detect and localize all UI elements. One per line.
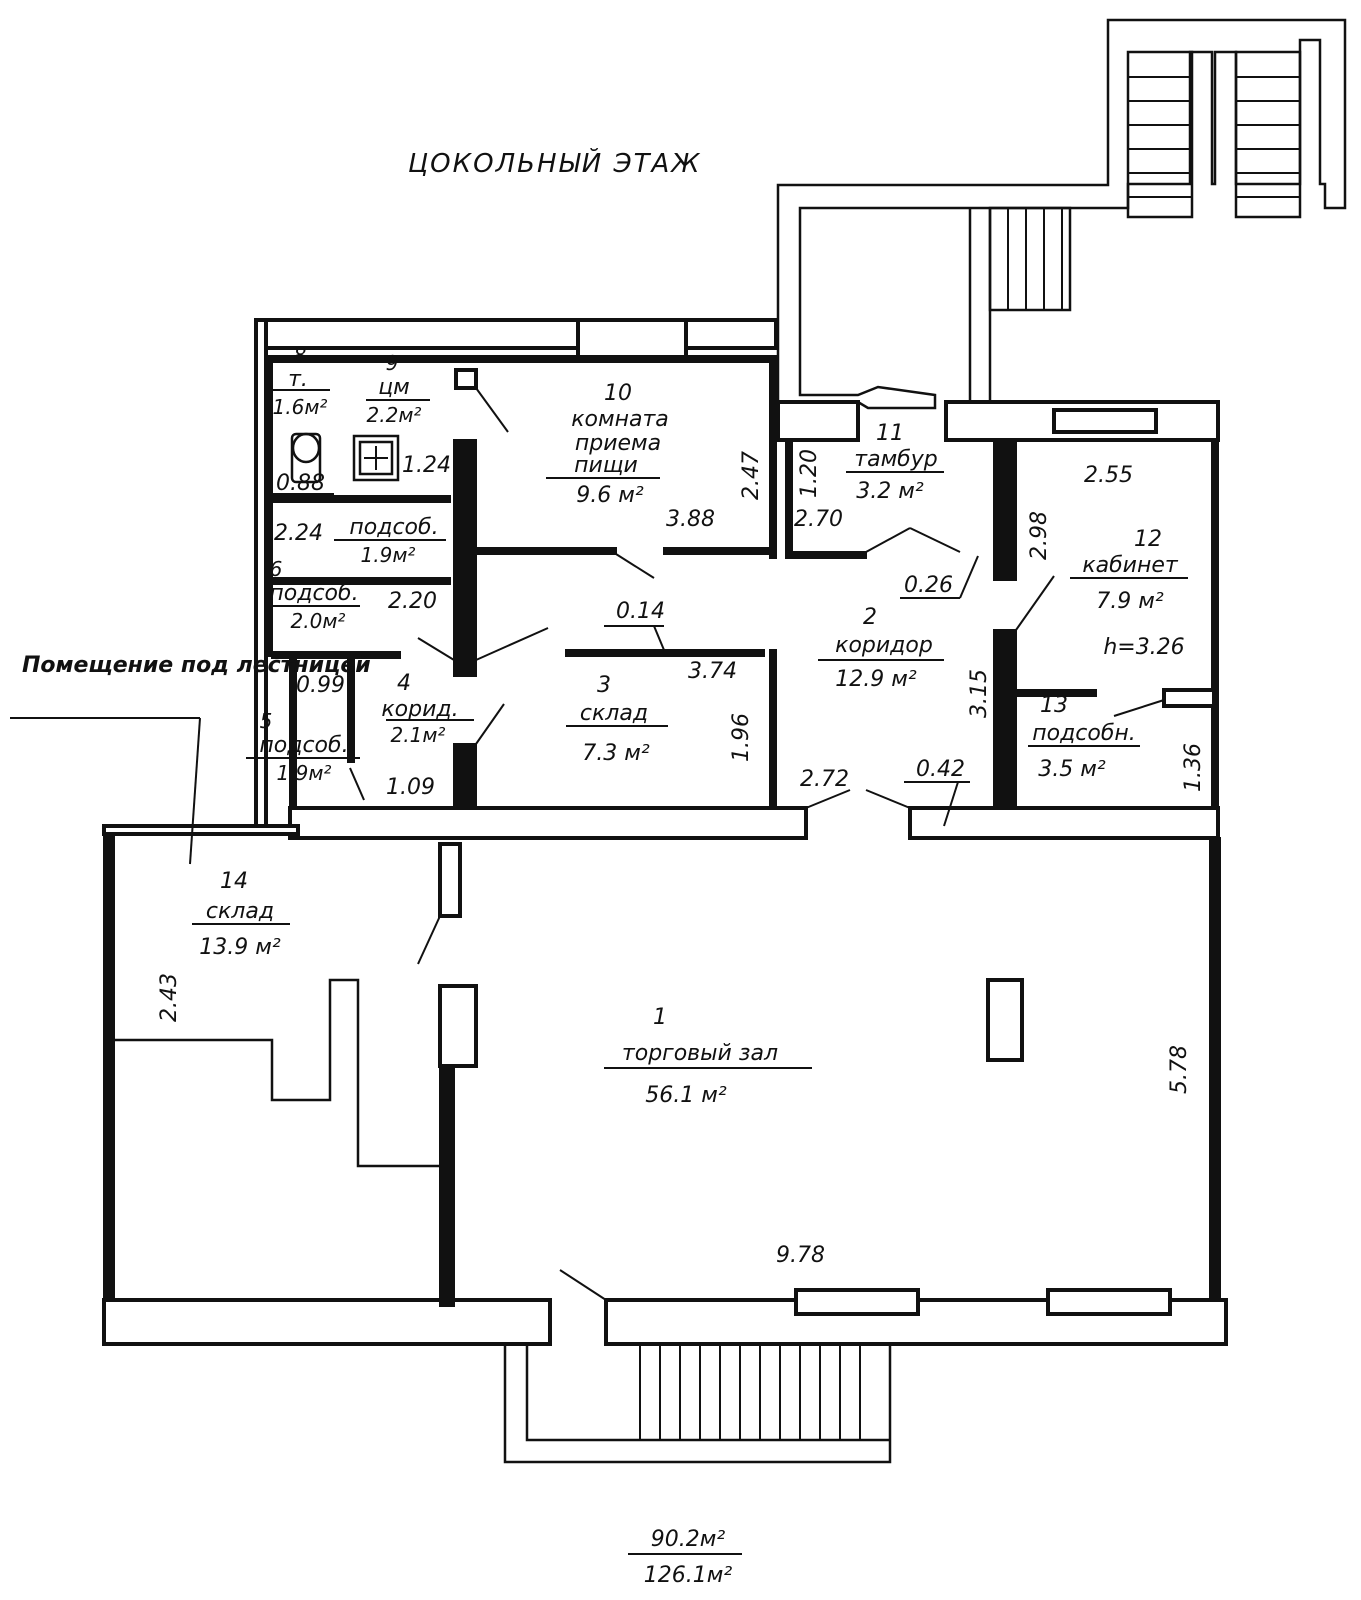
room-10-name2: приема [575, 431, 661, 456]
room-7-area: 1.9м² [361, 543, 416, 567]
dimensions: 0.88 1.24 2.24 2.20 2.47 3.88 1.20 2.70 … [157, 449, 1206, 1268]
room-13-label: 13 подсобн. 3.5 м² [1028, 693, 1140, 782]
room-2-num: 2 [863, 605, 877, 630]
plan-title: ЦОКОЛЬНЫЙ ЭТАЖ [408, 147, 701, 179]
room-12-area: 7.9 м² [1096, 589, 1164, 614]
room-7-name: подсоб. [349, 515, 438, 540]
room-14-area: 13.9 м² [199, 935, 281, 960]
room-8-num: 8 [294, 343, 307, 367]
room-12-height: h=3.26 [1103, 635, 1184, 660]
dim-243: 2.43 [157, 973, 182, 1022]
room-14-label: 14 склад 13.9 м² [192, 869, 290, 960]
total-top: 90.2м² [651, 1527, 726, 1552]
dim-042: 0.42 [916, 757, 965, 782]
room-9-area: 2.2м² [367, 403, 422, 427]
sanitary-fixtures [290, 359, 400, 484]
door-swings [349, 387, 1165, 1301]
dim-124: 1.24 [402, 453, 451, 478]
room-13-num: 13 [1040, 693, 1068, 718]
room-5-area: 1.9м² [277, 761, 332, 785]
room-14-num: 14 [220, 869, 248, 894]
room-6-label: 6 подсоб. 2.0м² [266, 557, 360, 633]
upper-stair-block [776, 18, 1347, 410]
room-11-num: 11 [876, 421, 904, 446]
room-11-area: 3.2 м² [856, 479, 924, 504]
room-10-num: 10 [604, 381, 632, 406]
room-4-num: 4 [397, 671, 411, 696]
room-8-name: т. [288, 367, 308, 392]
dim-978: 9.78 [776, 1243, 825, 1268]
dim-272: 2.72 [800, 767, 849, 792]
room-9-num: 9 [386, 351, 399, 375]
room-2-name: коридор [835, 633, 933, 658]
room-9-name: цм [378, 375, 410, 400]
room-12-label: 12 кабинет 7.9 м² h=3.26 [1070, 527, 1188, 660]
room-6-area: 2.0м² [291, 609, 346, 633]
room-12-name: кабинет [1082, 553, 1179, 578]
dim-224: 2.24 [274, 521, 323, 546]
room-14-name: склад [206, 899, 274, 924]
dim-014: 0.14 [616, 599, 665, 624]
dim-255: 2.55 [1084, 463, 1133, 488]
room-2-label: 2 коридор 12.9 м² [818, 605, 944, 692]
room-4-label: 4 корид. 2.1м² [381, 671, 474, 747]
stair-note-text: Помещение под лестницей [22, 653, 371, 678]
room-10-area: 9.6 м² [576, 483, 644, 508]
stair-note: Помещение под лестницей [10, 653, 371, 865]
room-5-name: подсоб. [259, 733, 348, 758]
dim-374: 3.74 [688, 659, 737, 684]
room-3-num: 3 [597, 673, 611, 698]
room-4-area: 2.1м² [391, 723, 446, 747]
room-5-label: 5 подсоб. 1.9м² [246, 709, 360, 785]
dim-109: 1.09 [386, 775, 435, 800]
room-8-label: 8 т. 1.6м² [272, 343, 330, 419]
room-9-label: 9 цм 2.2м² [366, 351, 430, 427]
room-13-name: подсобн. [1032, 721, 1136, 746]
room-10-name3: пищи [574, 453, 638, 478]
room-6-name: подсоб. [269, 581, 358, 606]
room-12-num: 12 [1134, 527, 1162, 552]
dim-088: 0.88 [276, 471, 325, 496]
room14-outline [114, 978, 440, 1168]
dim-196: 1.96 [729, 713, 754, 762]
room-8-area: 1.6м² [273, 395, 328, 419]
room-2-area: 12.9 м² [835, 667, 917, 692]
walls [102, 318, 1228, 1346]
room-1-num: 1 [653, 1005, 667, 1030]
room-1-label: 1 торговый зал 56.1 м² [604, 1005, 812, 1108]
room-13-area: 3.5 м² [1038, 757, 1106, 782]
dim-247: 2.47 [739, 451, 764, 500]
dim-220: 2.20 [388, 589, 437, 614]
dim-298: 2.98 [1027, 511, 1052, 560]
upper-stair-steps [1128, 76, 1300, 198]
dim-388: 3.88 [666, 507, 715, 532]
room-3-area: 7.3 м² [582, 741, 650, 766]
dim-315: 3.15 [967, 669, 992, 718]
room-3-label: 3 склад 7.3 м² [566, 673, 668, 766]
room-10-label: 10 комната приема пищи 9.6 м² [546, 381, 669, 508]
room-10-name1: комната [571, 407, 669, 432]
dim-578: 5.78 [1167, 1045, 1192, 1094]
dim-136: 1.36 [1181, 743, 1206, 792]
room-4-name: корид. [381, 697, 458, 722]
dim-099: 0.99 [296, 673, 345, 698]
room-6-num: 6 [270, 557, 283, 581]
area-totals: 90.2м² 126.1м² [628, 1527, 742, 1588]
room-5-num: 5 [260, 709, 273, 733]
total-bottom: 126.1м² [644, 1563, 733, 1588]
dim-120: 1.20 [797, 449, 822, 498]
room-1-name: торговый зал [622, 1041, 778, 1066]
room-11-label: 11 тамбур 3.2 м² [846, 421, 944, 504]
room-7-label: подсоб. 1.9м² [334, 515, 446, 567]
dim-270: 2.70 [794, 507, 843, 532]
room-11-name: тамбур [854, 447, 937, 472]
entrance-stair [503, 1346, 892, 1464]
dim-026: 0.26 [904, 573, 953, 598]
room-3-name: склад [580, 701, 648, 726]
room-1-area: 56.1 м² [645, 1083, 727, 1108]
